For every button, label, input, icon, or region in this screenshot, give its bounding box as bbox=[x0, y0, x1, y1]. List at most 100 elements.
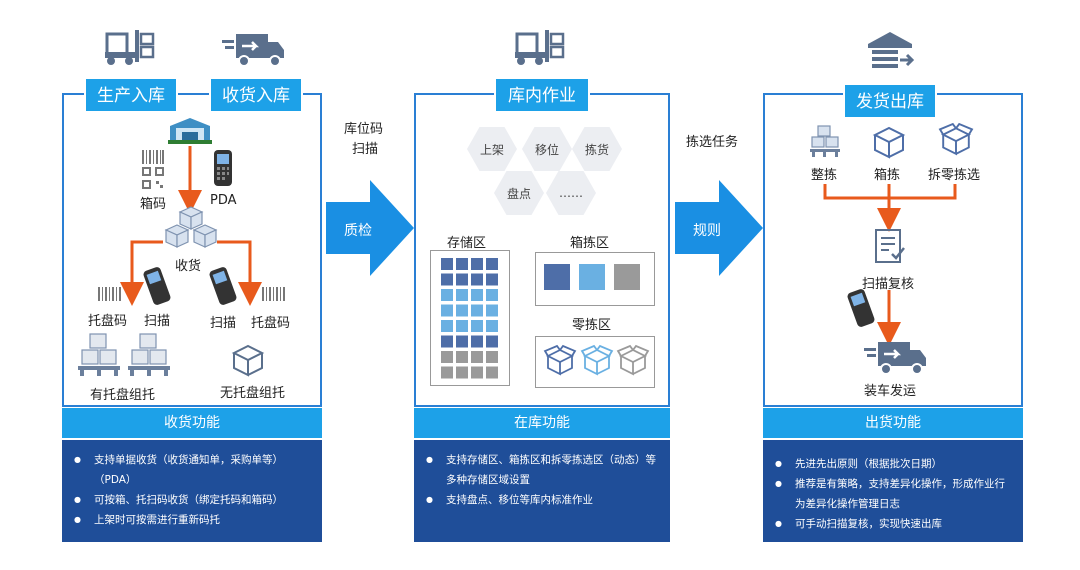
rack-cell bbox=[471, 273, 483, 286]
pallet-code-right-label: 托盘码 bbox=[251, 316, 291, 331]
pallet-code-left-label: 托盘码 bbox=[88, 314, 128, 329]
list-item: 支持存储区、箱拣区和拆零拣选区（动态）等多种存储区域设置 bbox=[426, 450, 658, 490]
rack-cell bbox=[456, 289, 468, 301]
inbound-func-title: 收货功能 bbox=[62, 408, 322, 438]
pda-scanner-icon bbox=[143, 267, 171, 305]
rack-cell bbox=[456, 304, 468, 317]
open-box-icon bbox=[616, 344, 650, 376]
list-item: 支持盘点、移位等库内标准作业 bbox=[426, 490, 658, 510]
list-item: 可按箱、托扫码收货（绑定托码和箱码） bbox=[74, 490, 310, 510]
rack-cell bbox=[486, 289, 498, 301]
flow-arrow-2 bbox=[675, 180, 763, 276]
rack-cell bbox=[486, 351, 498, 363]
inbound-panel bbox=[62, 93, 322, 407]
list-item: 上架时可按需进行重新码托 bbox=[74, 510, 310, 530]
load-ship-label: 装车发运 bbox=[864, 384, 917, 399]
rack-cell bbox=[486, 258, 498, 270]
rack-cell bbox=[441, 258, 453, 270]
box-icon bbox=[872, 126, 906, 159]
location-code-label: 库位码 bbox=[344, 122, 384, 137]
rack-cell bbox=[456, 320, 468, 332]
piece-pick-zone-box bbox=[535, 336, 655, 388]
pick-task-label: 拣选任务 bbox=[686, 135, 739, 150]
without-pallet-label: 无托盘组托 bbox=[220, 386, 286, 401]
open-box-icon bbox=[580, 344, 614, 376]
warehouse-outbound-icon bbox=[868, 32, 915, 68]
rack-cell bbox=[441, 304, 453, 317]
delivery-truck-icon bbox=[222, 34, 284, 67]
open-box-icon bbox=[543, 344, 577, 376]
storage-zone-rack bbox=[430, 250, 510, 386]
scan-recheck-label: 扫描复核 bbox=[862, 277, 915, 292]
rack-cell bbox=[471, 258, 483, 270]
storage-title: 库内作业 bbox=[494, 77, 590, 113]
piece-pick-zone-label: 零拣区 bbox=[572, 318, 612, 333]
split-pick-label: 拆零拣选 bbox=[928, 168, 981, 183]
box-code-label: 箱码 bbox=[140, 197, 167, 212]
rack-cell bbox=[456, 366, 468, 379]
scan-left-label: 扫描 bbox=[144, 314, 171, 329]
outbound-func-list: 先进先出原则（根据批次日期） 推荐是有策略，支持差异化操作，形成作业行为差异化操… bbox=[763, 440, 1023, 542]
production-inbound-title: 生产入库 bbox=[84, 77, 178, 113]
delivery-truck-icon bbox=[864, 342, 926, 375]
barcode-icon bbox=[98, 287, 121, 301]
list-item: 先进先出原则（根据批次日期） bbox=[775, 454, 1011, 474]
rack-cell bbox=[441, 366, 453, 379]
pda-scanner-icon bbox=[847, 289, 875, 327]
storage-func-title: 在库功能 bbox=[414, 408, 670, 438]
rack-cell bbox=[486, 304, 498, 317]
rack-cell bbox=[486, 366, 498, 379]
rack-cell bbox=[456, 273, 468, 286]
pallet-boxes-icon bbox=[78, 333, 170, 376]
case-slot bbox=[614, 264, 640, 290]
flow-arrow-1 bbox=[326, 180, 414, 276]
rack-cell bbox=[441, 289, 453, 301]
rack-cell bbox=[486, 320, 498, 332]
box-icon bbox=[231, 344, 265, 377]
rules-label: 规则 bbox=[693, 223, 721, 239]
case-pick-label: 箱拣 bbox=[874, 168, 901, 183]
forklift-icon bbox=[105, 30, 155, 65]
rack-cell bbox=[441, 351, 453, 363]
pda-scanner-icon bbox=[214, 150, 232, 186]
rack-cell bbox=[471, 289, 483, 301]
storage-zone-label: 存储区 bbox=[447, 236, 487, 251]
rack-cell bbox=[471, 320, 483, 332]
list-item: 推荐是有策略，支持差异化操作，形成作业行为差异化操作管理日志 bbox=[775, 474, 1011, 514]
rack-cell bbox=[486, 335, 498, 348]
scan-label: 扫描 bbox=[352, 142, 379, 157]
qr-code-icon bbox=[142, 167, 164, 189]
rack-cell bbox=[456, 258, 468, 270]
pda-label: PDA bbox=[210, 193, 237, 208]
rack-cell bbox=[441, 335, 453, 348]
case-pick-zone-label: 箱拣区 bbox=[570, 236, 610, 251]
rack-cell bbox=[486, 273, 498, 286]
checklist-icon bbox=[875, 229, 905, 263]
rack-cell bbox=[456, 351, 468, 363]
quality-check-label: 质检 bbox=[344, 223, 372, 239]
scan-right-label: 扫描 bbox=[210, 316, 237, 331]
inbound-func-list: 支持单据收货（收货通知单，采购单等）（PDA） 可按箱、托扫码收货（绑定托码和箱… bbox=[62, 440, 322, 542]
pallet-icon bbox=[810, 125, 840, 157]
rack-cell bbox=[441, 320, 453, 332]
case-pick-zone-box bbox=[535, 252, 655, 306]
list-item: 支持单据收货（收货通知单，采购单等）（PDA） bbox=[74, 450, 310, 490]
receive-label: 收货 bbox=[175, 259, 202, 274]
outbound-title: 发货出库 bbox=[843, 83, 937, 119]
case-slot bbox=[579, 264, 605, 290]
storage-grid bbox=[441, 258, 498, 379]
full-pick-label: 整拣 bbox=[811, 168, 838, 183]
rack-cell bbox=[441, 273, 453, 286]
open-box-icon bbox=[938, 122, 974, 156]
receiving-inbound-title: 收货入库 bbox=[209, 77, 303, 113]
forklift-icon bbox=[515, 30, 565, 65]
barcode-icon bbox=[262, 287, 285, 301]
pda-scanner-icon bbox=[209, 267, 237, 305]
storage-func-list: 支持存储区、箱拣区和拆零拣选区（动态）等多种存储区域设置 支持盘点、移位等库内标… bbox=[414, 440, 670, 542]
warehouse-icon bbox=[168, 118, 212, 144]
case-slot bbox=[544, 264, 570, 290]
list-item: 可手动扫描复核，实现快速出库 bbox=[775, 514, 1011, 534]
rack-cell bbox=[471, 304, 483, 317]
